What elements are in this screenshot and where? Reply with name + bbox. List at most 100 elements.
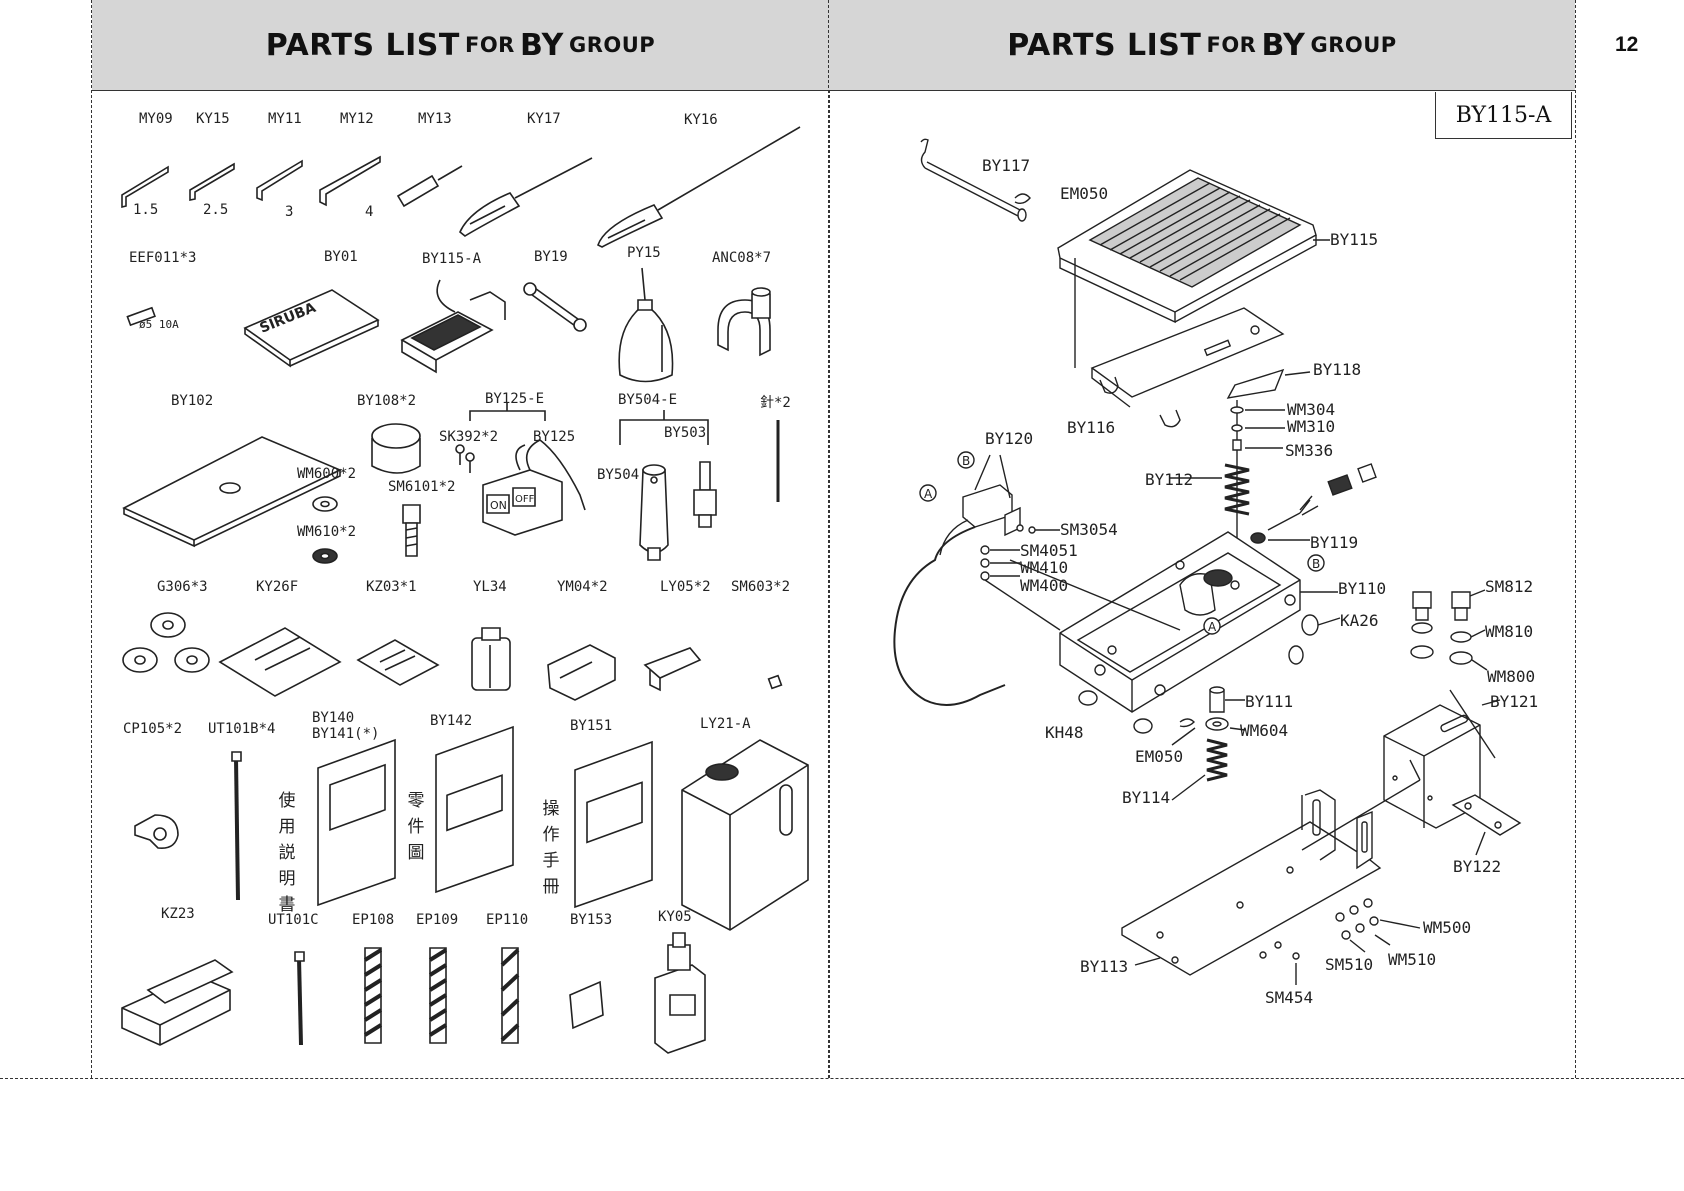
label-EP110: EP110 [486, 912, 529, 928]
label-BY125-E: BY125-E [485, 391, 545, 407]
plunger-icon [1210, 687, 1224, 712]
left-title-for: FOR [464, 33, 515, 57]
label-SM4051: SM4051 [1020, 541, 1078, 560]
bracket-icon [1228, 370, 1283, 398]
label-EP108: EP108 [352, 912, 395, 928]
washer-icon [313, 497, 337, 511]
cable-tie-icon [295, 952, 304, 1045]
page-number: 12 [1615, 33, 1639, 56]
label-BY151: BY151 [570, 718, 613, 734]
label-SM603: SM603*2 [731, 579, 791, 595]
label-UT101B: UT101B*4 [208, 721, 276, 737]
svg-text:B: B [1312, 557, 1320, 571]
rubber-foot-icon [372, 424, 420, 473]
spring-tube-icon [430, 948, 446, 1043]
label-KA26: KA26 [1340, 611, 1379, 630]
e-ring-icon [1015, 194, 1030, 203]
label-SK392: SK392*2 [439, 429, 499, 445]
washer-icon [981, 546, 989, 554]
label-BY19: BY19 [534, 249, 568, 265]
washer-icon [1232, 425, 1242, 431]
svg-text:ON: ON [490, 499, 507, 512]
label-WM410: WM410 [1020, 558, 1069, 577]
washer-icon [981, 572, 989, 580]
label-BY112: BY112 [1145, 470, 1194, 489]
label-BY503: BY503 [664, 425, 707, 441]
label-EM050-bottom: EM050 [1135, 747, 1184, 766]
e-ring-icon [1180, 719, 1194, 727]
label-BY141: BY141(*) [312, 726, 380, 742]
label-SM3054: SM3054 [1060, 520, 1118, 539]
pedal-base-housing-icon [1060, 532, 1300, 712]
washer-icon [313, 549, 337, 563]
label-WM500: WM500 [1423, 918, 1472, 937]
manual-book-icon [575, 742, 652, 907]
right-title-for: FOR [1206, 33, 1257, 57]
rubber-foot-icon [1079, 691, 1097, 705]
set-screw-icon [769, 676, 782, 689]
label-KY15: KY15 [196, 111, 230, 127]
allen-key-icon [122, 167, 168, 207]
screw-icon [456, 445, 464, 465]
right-panel: PARTS LIST FOR BY GROUP [828, 0, 1576, 1078]
oil-can-icon [619, 268, 672, 382]
label-MY12: MY12 [340, 111, 374, 127]
label-EP109: EP109 [416, 912, 459, 928]
screw-icon [466, 453, 474, 473]
manual-book-icon [436, 727, 513, 892]
rubber-cap-icon [1289, 615, 1318, 664]
left-title-parts-list: PARTS LIST [265, 27, 460, 63]
label-BY102: BY102 [171, 393, 214, 409]
label-BY125: BY125 [533, 429, 576, 445]
connecting-rod-icon [640, 465, 668, 560]
svg-text:A: A [924, 487, 933, 501]
label-KY05: KY05 [658, 909, 692, 925]
label-WM400: WM400 [1020, 576, 1069, 595]
label-SM812: SM812 [1485, 577, 1534, 596]
label-EM050-top: EM050 [1060, 184, 1109, 203]
connector-pin-icon [694, 462, 716, 527]
bottle-icon [472, 628, 510, 690]
fuse-icon [127, 308, 155, 325]
label-BY113: BY113 [1080, 957, 1129, 976]
spring-icon [1207, 740, 1227, 780]
label-YL34: YL34 [473, 579, 507, 595]
foot-switch-icon: ON OFF [483, 440, 585, 535]
label-BY504-E: BY504-E [618, 392, 678, 408]
bobbin-icon [123, 648, 157, 672]
label-size-1-5: 1.5 [133, 202, 159, 218]
label-MY11: MY11 [268, 111, 302, 127]
parts-box-icon [122, 960, 232, 1045]
pedal-rod-icon [921, 139, 1026, 221]
label-BY117: BY117 [982, 156, 1031, 175]
label-needle: 針*2 [760, 395, 791, 411]
label-BY115: BY115 [1330, 230, 1379, 249]
base-plate-icon [124, 437, 340, 546]
pedal-icon [402, 280, 505, 372]
svg-text:A: A [1208, 620, 1217, 634]
label-KY26F: KY26F [256, 579, 299, 595]
screw-icon [1336, 899, 1372, 921]
circle-marker-icon [958, 452, 974, 468]
label-WM610: WM610*2 [297, 524, 357, 540]
small-bag-icon [358, 640, 438, 685]
label-MY13: MY13 [418, 111, 452, 127]
label-size-2-5: 2.5 [203, 202, 229, 218]
oil-container-icon [682, 740, 808, 930]
allen-key-icon [320, 157, 380, 205]
cable-tie-icon [232, 752, 241, 900]
right-header: PARTS LIST FOR BY GROUP [829, 0, 1575, 91]
label-UT101C: UT101C [268, 912, 319, 928]
holder-icon [645, 648, 700, 690]
bolt-icon [1452, 592, 1470, 620]
allen-key-icon [257, 161, 302, 200]
pedal-plate-icon [1092, 308, 1283, 427]
right-title-by: BY [1261, 27, 1306, 63]
svg-text:B: B [962, 454, 970, 468]
bracket-line-icon [620, 410, 708, 445]
cjk-column-1: 使用説明書 [278, 791, 296, 915]
micro-switch-icon [963, 455, 1020, 535]
cable-clamp-icon [718, 288, 770, 355]
